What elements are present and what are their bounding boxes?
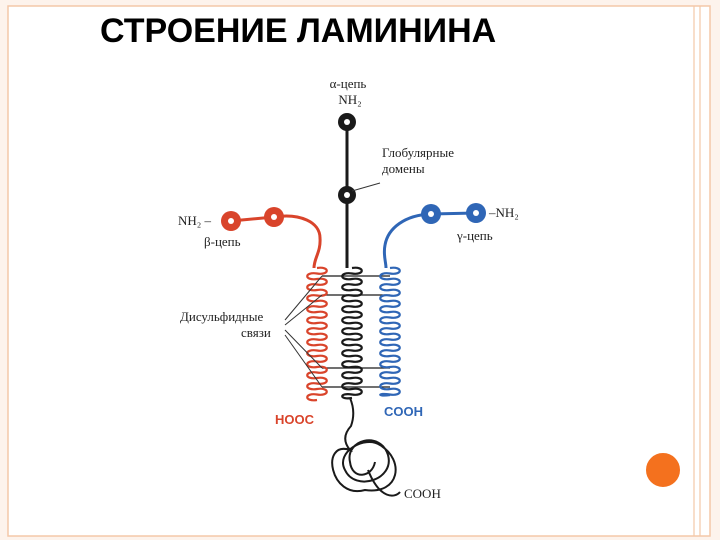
- gamma-nh2-label: –NH₂: [488, 205, 519, 220]
- globular-domains-label-line2: домены: [382, 161, 425, 176]
- slide-title: СТРОЕНИЕ ЛАМИНИНА: [100, 12, 497, 50]
- hooc-label: HOOC: [275, 412, 315, 427]
- cooh-black-label: COOH: [404, 486, 441, 501]
- beta-nh2-label: NH₂ –: [178, 213, 212, 228]
- disulfide-label-line1: Дисульфидные: [180, 309, 263, 324]
- gamma-chain: [379, 203, 486, 397]
- disulfide-label-line2: связи: [241, 325, 271, 340]
- gamma-chain-label: γ-цепь: [456, 228, 493, 243]
- cooh-blue-label: COOH: [384, 404, 423, 419]
- beta-chain: [221, 207, 328, 402]
- alpha-chain-label: α-цепь: [330, 76, 367, 91]
- alpha-nh2-label: NH₂: [338, 92, 361, 107]
- alpha-chain: [331, 113, 401, 497]
- beta-chain-label: β-цепь: [204, 234, 241, 249]
- globular-domains-label-line1: Глобулярные: [382, 145, 454, 160]
- corner-circle-icon: [642, 449, 684, 491]
- leader-lines: [284, 182, 381, 388]
